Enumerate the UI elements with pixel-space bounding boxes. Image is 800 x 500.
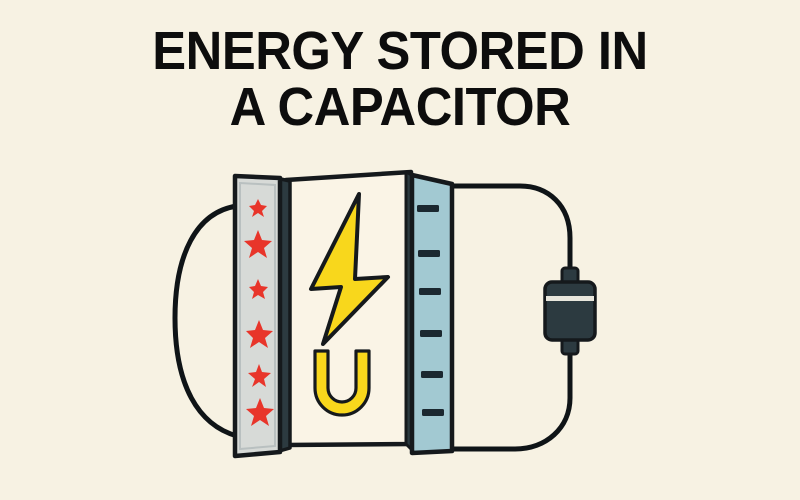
positive-plate — [232, 173, 292, 459]
dash-icon — [417, 205, 439, 212]
star-icon — [249, 199, 267, 217]
star-icon — [244, 230, 272, 258]
negative-charge-dashes — [417, 205, 444, 416]
lightning-bolt-icon — [309, 192, 390, 346]
right-lead-wire-top — [449, 183, 573, 279]
star-icon — [246, 398, 274, 426]
left-plate-face — [232, 173, 283, 459]
negative-plate — [404, 170, 455, 456]
star-icon — [246, 320, 273, 348]
dash-icon — [418, 250, 440, 257]
energy-letter-u — [313, 349, 371, 417]
right-lead-wire-bottom — [449, 341, 573, 452]
plug-body — [543, 280, 597, 342]
power-plug — [543, 266, 597, 356]
dash-icon — [421, 371, 443, 378]
star-icon — [248, 364, 271, 387]
page-title: ENERGY STORED IN A CAPACITOR — [0, 21, 800, 137]
dash-icon — [422, 409, 444, 416]
dash-icon — [420, 330, 442, 337]
wire-group — [172, 183, 573, 452]
right-plate-face — [409, 172, 455, 456]
left-lead-wire — [172, 203, 240, 439]
star-icon — [249, 279, 268, 299]
dash-icon — [419, 288, 441, 295]
positive-charge-stars — [244, 199, 274, 426]
plug-stripe — [546, 296, 594, 301]
title-line-1: ENERGY STORED IN — [152, 21, 648, 81]
left-plate-bevel — [239, 181, 276, 451]
title-line-2: A CAPACITOR — [229, 76, 571, 137]
